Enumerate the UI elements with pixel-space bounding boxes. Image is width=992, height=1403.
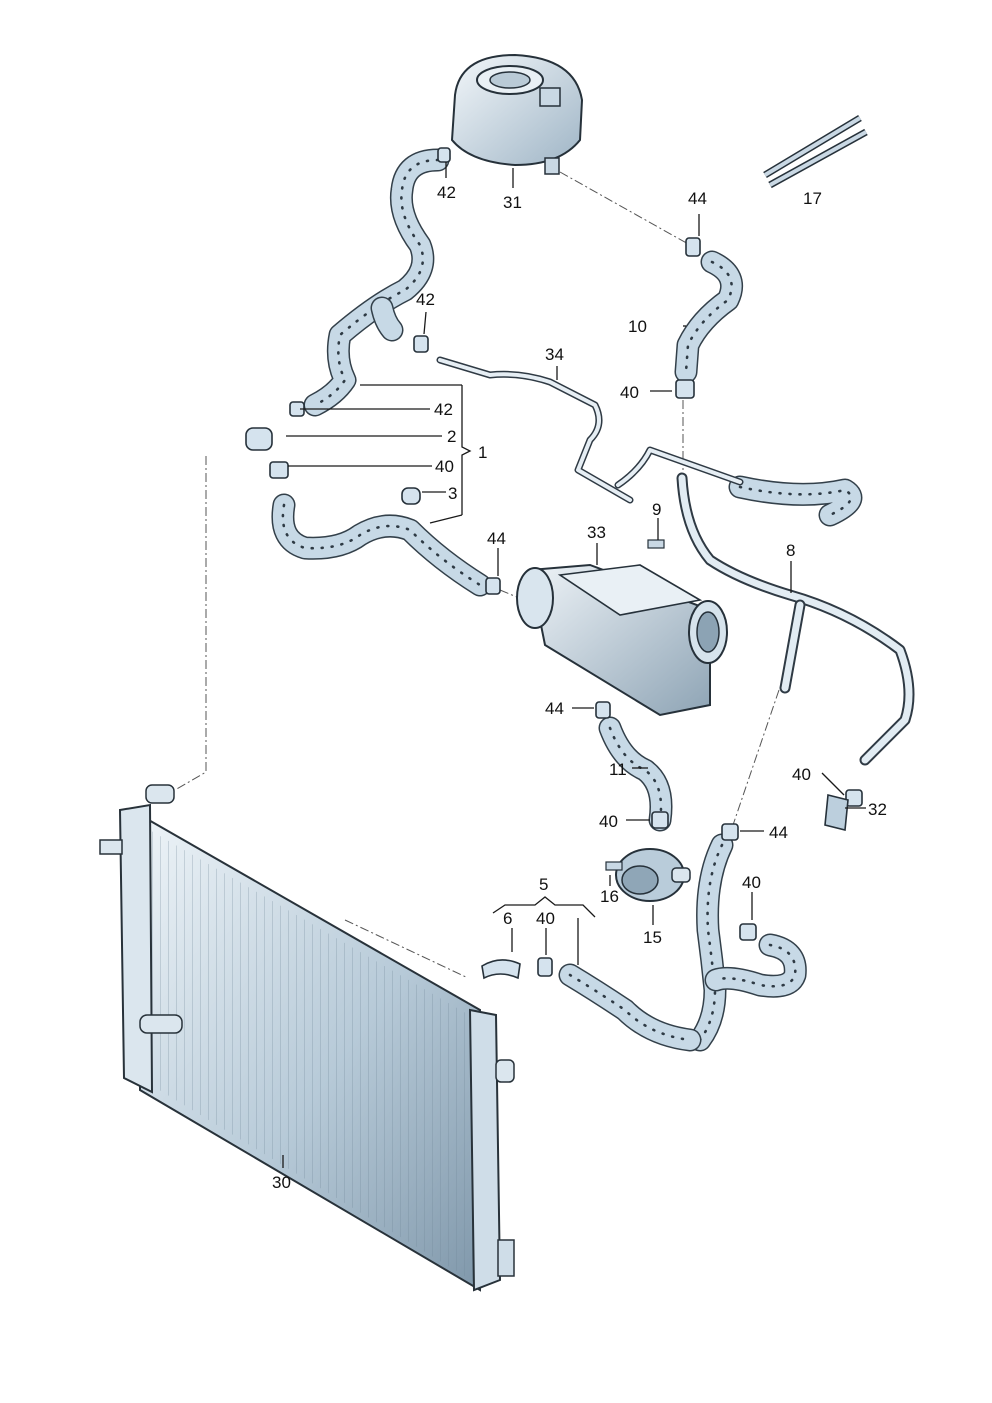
callout-40-pump: 40 (599, 812, 618, 831)
callout-1: 1 (478, 443, 487, 462)
expansion-tank (450, 53, 584, 175)
callout-40-bottom: 40 (536, 909, 555, 928)
callout-30: 30 (272, 1173, 291, 1192)
callout-40-bottom-right: 40 (742, 873, 761, 892)
callout-17: 17 (803, 189, 822, 208)
callout-40-upper: 40 (620, 383, 639, 402)
callout-5: 5 (539, 875, 548, 894)
callout-32: 32 (868, 800, 887, 819)
callout-8: 8 (786, 541, 795, 560)
callout-34: 34 (545, 345, 564, 364)
callout-40-right: 40 (792, 765, 811, 784)
callout-2: 2 (447, 427, 456, 446)
cable-tie-set (763, 114, 868, 189)
callout-40-left: 40 (435, 457, 454, 476)
callout-44-cooler-lower: 44 (545, 699, 564, 718)
callout-3: 3 (448, 484, 457, 503)
hoses (271, 148, 863, 1052)
water-pump (615, 848, 691, 902)
callout-6: 6 (503, 909, 512, 928)
callout-33: 33 (587, 523, 606, 542)
callout-42-middle: 42 (416, 290, 435, 309)
callout-15: 15 (643, 928, 662, 947)
callout-16: 16 (600, 887, 619, 906)
radiator (99, 784, 515, 1292)
callout-9: 9 (652, 500, 661, 519)
clamps (245, 114, 868, 980)
pipes (436, 356, 915, 766)
callout-31: 31 (503, 193, 522, 212)
callout-42-lower: 42 (434, 400, 453, 419)
callout-44-cooler: 44 (487, 529, 506, 548)
leader-lines (282, 162, 866, 1168)
callout-labels: 42 31 44 17 42 10 34 40 42 2 1 40 3 9 8 … (272, 183, 887, 1192)
callout-11: 11 (609, 760, 627, 779)
callout-42-tank-hose: 42 (437, 183, 456, 202)
charge-air-cooler (516, 563, 728, 717)
callout-44-upper: 44 (688, 189, 707, 208)
callout-44-lower: 44 (769, 823, 788, 842)
callout-10: 10 (628, 317, 647, 336)
